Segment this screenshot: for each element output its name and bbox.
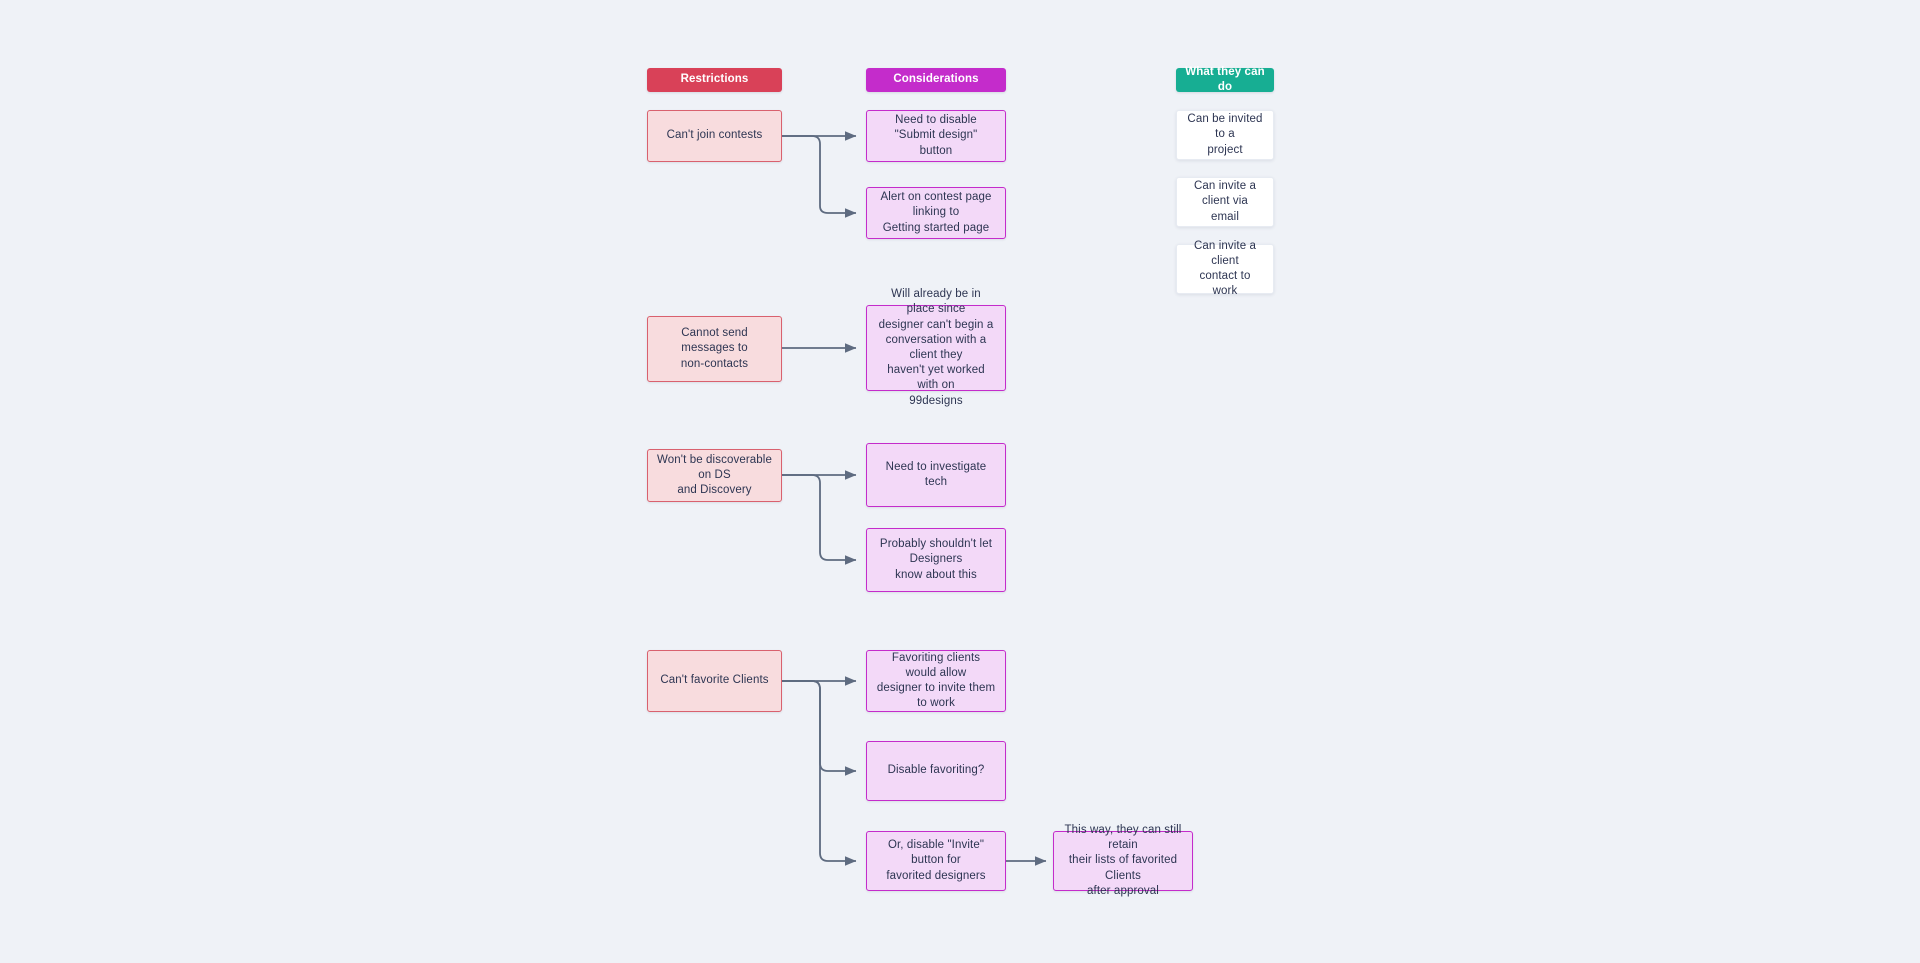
consideration-label: Will already be in place since designer …	[878, 288, 994, 407]
restriction-label: Cannot send messages to non-contacts	[680, 327, 749, 370]
consideration-label: Or, disable "Invite" button for favorite…	[886, 839, 986, 882]
restriction-node-cant-join-contests[interactable]: Can't join contests	[647, 110, 782, 162]
consideration-label: This way, they can still retain their li…	[1064, 824, 1182, 897]
restriction-node-cant-favorite-clients[interactable]: Can't favorite Clients	[647, 650, 782, 712]
can-do-node-invite-client-via-email[interactable]: Can invite a client via email	[1176, 177, 1274, 227]
consideration-label: Alert on contest page linking to Getting…	[880, 191, 992, 234]
consideration-node-dont-tell-designers[interactable]: Probably shouldn't let Designers know ab…	[866, 528, 1006, 592]
column-header-can-do-label: What they can do	[1185, 65, 1265, 93]
can-do-label: Can be invited to a project	[1187, 113, 1263, 156]
consideration-node-alert-contest-page[interactable]: Alert on contest page linking to Getting…	[866, 187, 1006, 239]
column-header-considerations-label: Considerations	[893, 73, 979, 86]
restriction-label: Can't favorite Clients	[660, 674, 769, 687]
column-header-restrictions[interactable]: Restrictions	[647, 68, 782, 92]
edge-r1-c2	[782, 135, 857, 218]
can-do-label: Can invite a client contact to work	[1193, 239, 1257, 298]
consideration-label: Disable favoriting?	[887, 764, 985, 777]
consideration-node-already-in-place[interactable]: Will already be in place since designer …	[866, 288, 1006, 407]
can-do-node-invited-to-project[interactable]: Can be invited to a project	[1176, 110, 1274, 160]
restriction-node-cannot-send-messages[interactable]: Cannot send messages to non-contacts	[647, 316, 782, 382]
consideration-node-disable-invite-button[interactable]: Or, disable "Invite" button for favorite…	[866, 831, 1006, 891]
column-header-restrictions-label: Restrictions	[680, 73, 749, 86]
restriction-label: Can't join contests	[666, 129, 763, 142]
can-do-node-invite-client-contact[interactable]: Can invite a client contact to work	[1176, 240, 1274, 297]
consideration-node-disable-submit-design[interactable]: Need to disable "Submit design" button	[866, 110, 1006, 162]
column-header-considerations[interactable]: Considerations	[866, 68, 1006, 92]
consideration-label: Probably shouldn't let Designers know ab…	[879, 538, 993, 581]
consideration-label: Need to disable "Submit design" button	[894, 114, 978, 157]
consideration-label: Favoriting clients would allow designer …	[876, 651, 996, 710]
consideration-node-retain-favorited-lists[interactable]: This way, they can still retain their li…	[1053, 824, 1193, 897]
column-header-can-do[interactable]: What they can do	[1176, 65, 1274, 93]
consideration-node-disable-favoriting[interactable]: Disable favoriting?	[866, 741, 1006, 801]
consideration-node-investigate-tech[interactable]: Need to investigate tech	[866, 443, 1006, 507]
consideration-node-favoriting-allows-invite[interactable]: Favoriting clients would allow designer …	[866, 650, 1006, 712]
edge-r4-c7	[782, 680, 857, 776]
edge-r3-c5	[782, 474, 857, 565]
restriction-label: Won't be discoverable on DS and Discover…	[657, 453, 772, 497]
restriction-node-not-discoverable[interactable]: Won't be discoverable on DS and Discover…	[647, 449, 782, 502]
can-do-label: Can invite a client via email	[1193, 180, 1257, 223]
consideration-label: Need to investigate tech	[885, 460, 987, 488]
edge-r4-c8	[782, 680, 857, 866]
